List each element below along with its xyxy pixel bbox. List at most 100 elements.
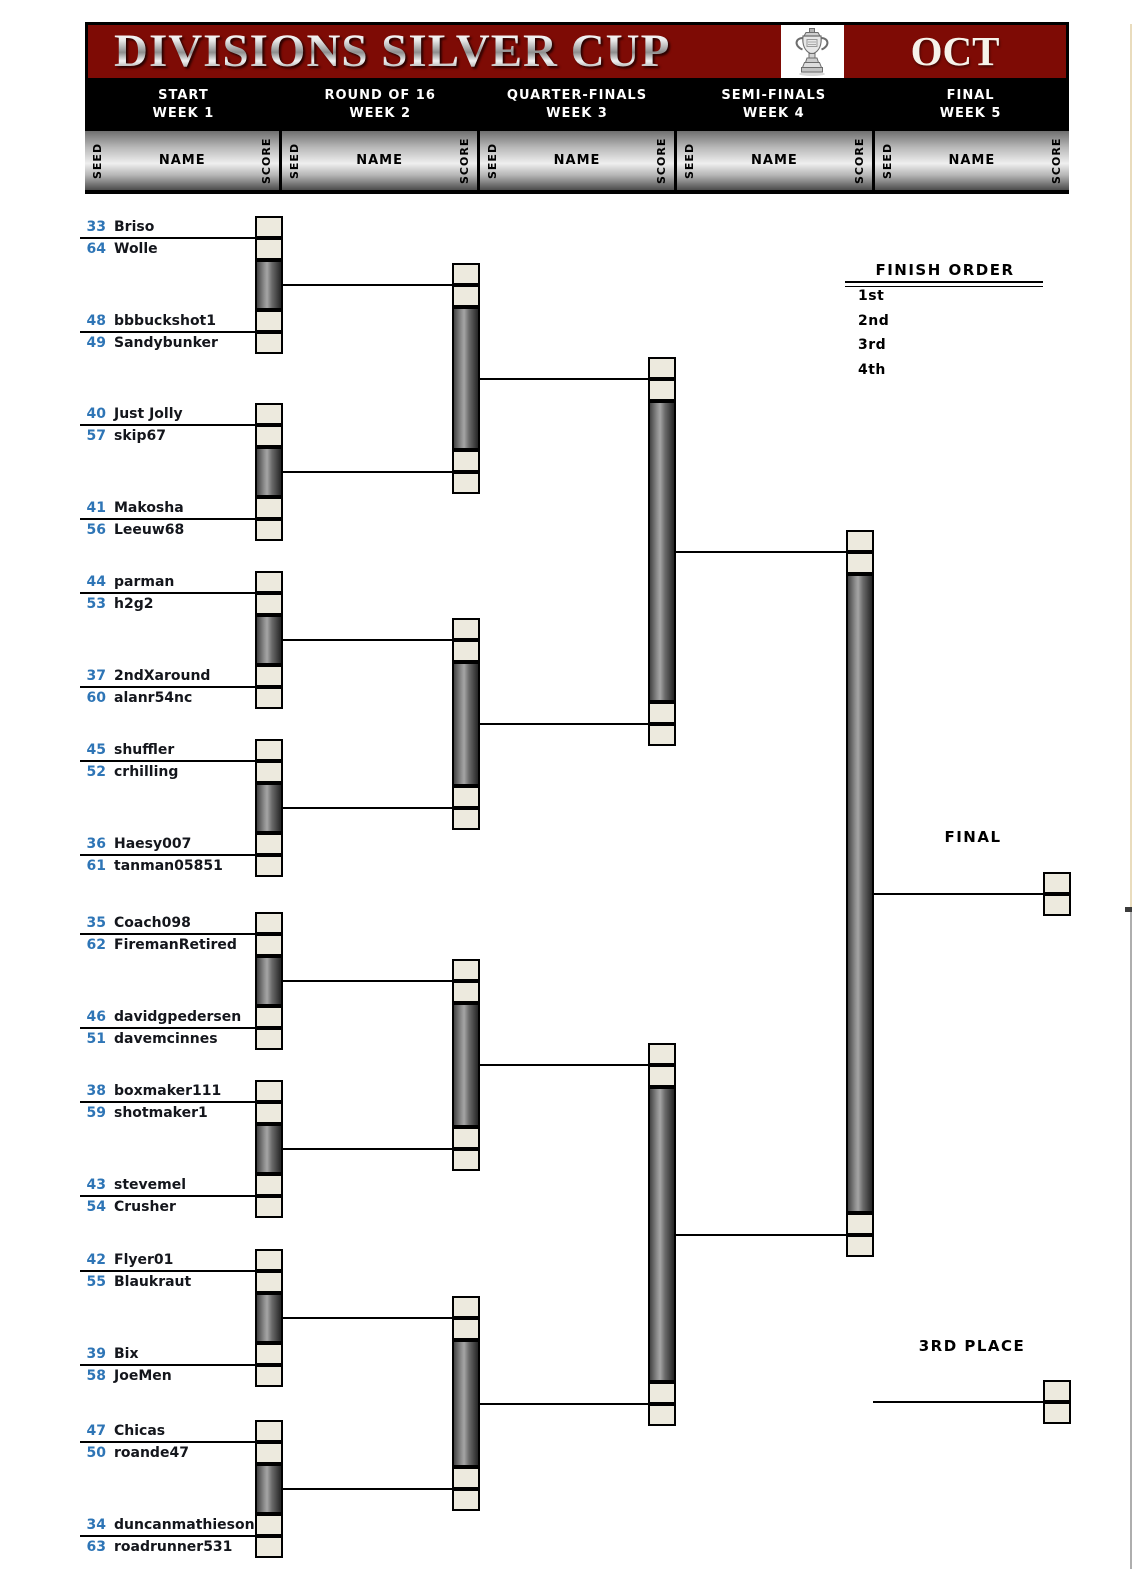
score-cell[interactable] — [255, 833, 283, 855]
connector-bar — [452, 662, 480, 786]
player-name: 2ndXaround — [114, 668, 211, 684]
score-cell[interactable] — [255, 1420, 283, 1442]
score-cell[interactable] — [255, 1080, 283, 1102]
final-score-cell[interactable] — [1043, 894, 1071, 916]
match-line — [80, 1027, 257, 1029]
round-header-final: FINAL WEEK 5 — [872, 81, 1069, 128]
score-cell[interactable] — [648, 1404, 676, 1426]
player-seed: 33 — [86, 219, 106, 235]
score-cell[interactable] — [452, 1127, 480, 1149]
round-header-start: START WEEK 1 — [85, 81, 282, 128]
score-cell[interactable] — [452, 1318, 480, 1340]
score-cell[interactable] — [846, 530, 874, 552]
score-cell[interactable] — [648, 1382, 676, 1404]
score-cell[interactable] — [255, 519, 283, 541]
score-cell[interactable] — [452, 1489, 480, 1511]
score-cell[interactable] — [255, 761, 283, 783]
player-seed: 64 — [86, 241, 106, 257]
score-cell[interactable] — [255, 238, 283, 260]
score-cell[interactable] — [255, 1514, 283, 1536]
name-column-header: NAME — [158, 153, 206, 168]
score-cell[interactable] — [648, 1065, 676, 1087]
score-cell[interactable] — [255, 739, 283, 761]
score-cell[interactable] — [452, 640, 480, 662]
score-cell[interactable] — [452, 263, 480, 285]
score-cell[interactable] — [255, 216, 283, 238]
player-name: shotmaker1 — [114, 1105, 208, 1121]
connector-bar — [846, 574, 874, 1213]
final-score-cell[interactable] — [1043, 872, 1071, 894]
player-name: Sandybunker — [114, 335, 218, 351]
score-cell[interactable] — [452, 786, 480, 808]
match-line — [80, 518, 257, 520]
score-cell[interactable] — [648, 1043, 676, 1065]
score-cell[interactable] — [255, 687, 283, 709]
score-cell[interactable] — [255, 1102, 283, 1124]
score-cell[interactable] — [255, 403, 283, 425]
score-cell[interactable] — [452, 1296, 480, 1318]
score-cell[interactable] — [255, 425, 283, 447]
score-cell[interactable] — [255, 1249, 283, 1271]
third-place-score-cell[interactable] — [1043, 1402, 1071, 1424]
connector-bar — [255, 1464, 283, 1514]
player-seed: 44 — [86, 574, 106, 590]
score-cell[interactable] — [255, 1196, 283, 1218]
score-cell[interactable] — [255, 665, 283, 687]
player-name: davemcinnes — [114, 1031, 218, 1047]
score-cell[interactable] — [255, 934, 283, 956]
player-name: roande47 — [114, 1445, 189, 1461]
player-seed: 49 — [86, 335, 106, 351]
score-cell[interactable] — [452, 472, 480, 494]
score-cell[interactable] — [255, 1442, 283, 1464]
score-cell[interactable] — [452, 285, 480, 307]
score-cell[interactable] — [255, 1365, 283, 1387]
page-title: DIVISIONS SILVER CUP — [114, 25, 671, 77]
score-cell[interactable] — [255, 912, 283, 934]
score-cell[interactable] — [452, 808, 480, 830]
score-cell[interactable] — [255, 497, 283, 519]
score-cell[interactable] — [255, 1343, 283, 1365]
connector-bar — [255, 1124, 283, 1174]
player-name: boxmaker111 — [114, 1083, 222, 1099]
score-cell[interactable] — [648, 702, 676, 724]
score-cell[interactable] — [255, 1028, 283, 1050]
score-cell[interactable] — [255, 1536, 283, 1558]
score-cell[interactable] — [452, 1149, 480, 1171]
score-cell[interactable] — [846, 1213, 874, 1235]
score-cell[interactable] — [255, 332, 283, 354]
score-cell[interactable] — [255, 1006, 283, 1028]
score-cell[interactable] — [255, 1174, 283, 1196]
score-cell[interactable] — [255, 1271, 283, 1293]
score-cell[interactable] — [452, 981, 480, 1003]
score-cell[interactable] — [452, 959, 480, 981]
score-cell[interactable] — [452, 450, 480, 472]
winner-line — [281, 1488, 452, 1490]
title-banner: DIVISIONS SILVER CUP OCT — [85, 22, 1069, 81]
score-cell[interactable] — [255, 571, 283, 593]
score-cell[interactable] — [255, 593, 283, 615]
connector-bar — [648, 401, 676, 702]
connector-bar — [255, 447, 283, 497]
connector-bar — [255, 1293, 283, 1343]
match-line — [80, 592, 257, 594]
score-cell[interactable] — [255, 310, 283, 332]
score-cell[interactable] — [452, 618, 480, 640]
score-cell[interactable] — [648, 379, 676, 401]
score-cell[interactable] — [846, 1235, 874, 1257]
score-cell[interactable] — [452, 1467, 480, 1489]
round-name: START — [158, 88, 209, 103]
score-cell[interactable] — [846, 552, 874, 574]
score-cell[interactable] — [648, 724, 676, 746]
third-place-score-cell[interactable] — [1043, 1380, 1071, 1402]
winner-line — [674, 551, 846, 553]
score-cell[interactable] — [255, 855, 283, 877]
score-cell[interactable] — [648, 357, 676, 379]
